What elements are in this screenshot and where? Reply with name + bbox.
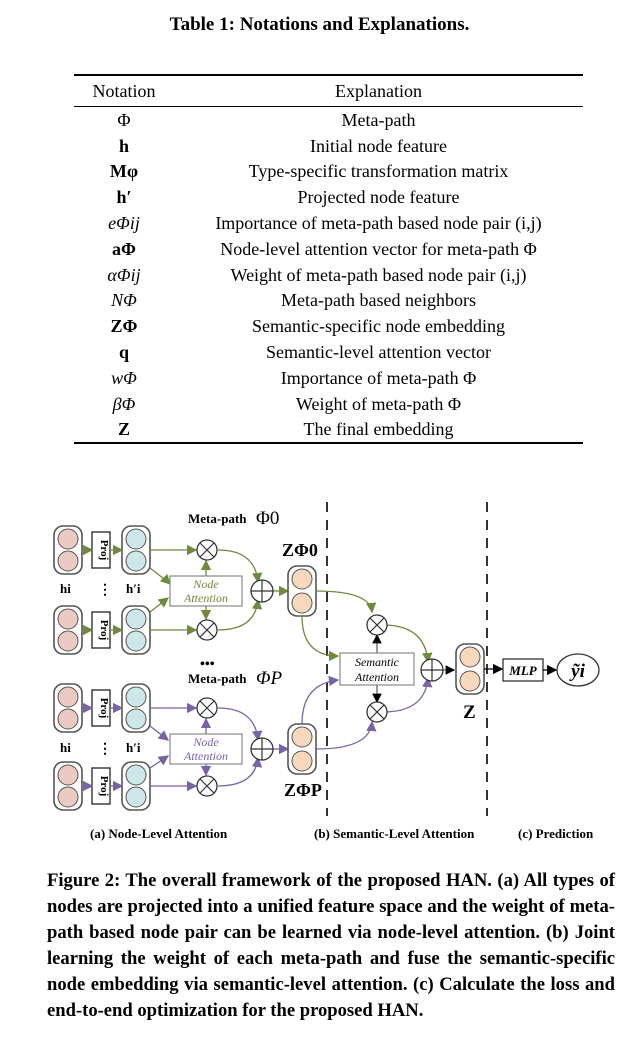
- notation-cell: ZΦ: [110, 316, 138, 337]
- h-label-top: hi: [60, 581, 71, 596]
- hdots: •••: [200, 657, 215, 672]
- node-attention-box-top: [169, 575, 243, 607]
- top-group-2: Proj: [53, 605, 151, 655]
- explanation-cell: Node-level attention vector for meta-pat…: [220, 238, 537, 259]
- meta-path-bottom-label: Meta-path: [188, 671, 247, 686]
- table-row: h′ Projected node feature: [74, 184, 583, 210]
- svg-text:Attention: Attention: [183, 591, 228, 605]
- header-notation: Notation: [74, 74, 174, 107]
- prediction-ellipse: [556, 653, 600, 687]
- explanation-cell: Weight of meta-path based node pair (i,j…: [230, 264, 527, 285]
- explanation-cell: Importance of meta-path Φ: [280, 367, 477, 388]
- subcaption-a: (a) Node-Level Attention: [90, 826, 228, 841]
- svg-text:Node: Node: [192, 577, 219, 591]
- z-final-stack: [455, 643, 485, 695]
- explanation-cell: Semantic-specific node embedding: [252, 316, 505, 337]
- table-row: ZΦ Semantic-specific node embedding: [74, 313, 583, 339]
- table-row: aΦ Node-level attention vector for meta-p…: [74, 236, 583, 262]
- svg-text:Attention: Attention: [354, 670, 399, 684]
- bottom-group-2: Proj: [53, 761, 151, 811]
- svg-text:Proj: Proj: [98, 776, 110, 797]
- notation-cell: Mφ: [109, 161, 139, 182]
- z-phi0-label: ZΦ0: [282, 540, 318, 560]
- notation-cell: aΦ: [112, 238, 136, 259]
- notation-cell: h: [118, 135, 129, 156]
- notation-table: Notation Explanation Φ Meta-path h Initial…: [74, 74, 583, 445]
- notation-cell: βΦ: [112, 393, 136, 414]
- semantic-attention-box: [339, 652, 415, 686]
- svg-text:Node: Node: [192, 735, 219, 749]
- explanation-cell: Semantic-level attention vector: [266, 342, 491, 363]
- meta-path-bottom-symbol: ΦP: [256, 668, 282, 689]
- table-row: eΦij Importance of meta-path based node p…: [74, 210, 583, 236]
- table-row: q Semantic-level attention vector: [74, 339, 583, 365]
- notation-cell: wΦ: [111, 367, 137, 388]
- svg-text:Proj: Proj: [98, 620, 110, 641]
- meta-path-top-symbol: Φ0: [256, 508, 279, 529]
- meta-path-top-label: Meta-path: [188, 511, 247, 526]
- table-row: NΦ Meta-path based neighbors: [74, 288, 583, 314]
- svg-text:ỹi: ỹi: [569, 661, 585, 682]
- table-row: αΦij Weight of meta-path based node pair …: [74, 262, 583, 288]
- table-row: h Initial node feature: [74, 133, 583, 159]
- explanation-cell: Initial node feature: [310, 135, 447, 156]
- table-caption: Table 1: Notations and Explanations.: [169, 14, 470, 35]
- vdots-bottom: ⋮: [98, 742, 112, 757]
- notation-cell: h′: [116, 187, 132, 208]
- explanation-cell: The final embedding: [174, 416, 583, 445]
- table-row: wΦ Importance of meta-path Φ: [74, 365, 583, 391]
- svg-text:Proj: Proj: [98, 698, 110, 719]
- header-explanation: Explanation: [174, 74, 583, 107]
- notation-cell: eΦij: [108, 213, 140, 234]
- explanation-cell: Projected node feature: [297, 187, 460, 208]
- top-group-1: Proj: [53, 525, 151, 575]
- han-framework-figure: Meta-path Φ0 Meta-path ΦP Proj Proj hi ⋮…: [53, 502, 600, 841]
- notation-cell: Φ: [117, 109, 131, 130]
- svg-text:Attention: Attention: [183, 749, 228, 763]
- z-phi0-stack: [287, 565, 317, 617]
- explanation-cell: Weight of meta-path Φ: [295, 393, 462, 414]
- figure-caption: Figure 2: The overall framework of the p…: [47, 870, 615, 1021]
- subcaption-c: (c) Prediction: [518, 826, 594, 841]
- node-attention-box-bottom: [169, 733, 243, 765]
- svg-text:Proj: Proj: [98, 540, 110, 561]
- table-row: Mφ Type-specific transformation matrix: [74, 159, 583, 185]
- notation-cell: Z: [74, 416, 174, 445]
- subcaption-b: (b) Semantic-Level Attention: [314, 826, 475, 841]
- svg-text:MLP: MLP: [508, 663, 538, 678]
- bottom-group-1: Proj: [53, 683, 151, 733]
- explanation-cell: Meta-path based neighbors: [281, 290, 476, 311]
- explanation-cell: Type-specific transformation matrix: [248, 161, 509, 182]
- notation-cell: q: [118, 342, 129, 363]
- table-row: βΦ Weight of meta-path Φ: [74, 391, 583, 417]
- explanation-cell: Meta-path: [341, 109, 416, 130]
- h-label-bottom: hi: [60, 740, 71, 755]
- hprime-label-top: h′i: [126, 581, 141, 596]
- z-phip-stack: [287, 723, 317, 775]
- vdots-top: ⋮: [98, 583, 112, 598]
- notation-cell: NΦ: [111, 290, 137, 311]
- table-row: Φ Meta-path: [74, 107, 583, 133]
- notation-cell: αΦij: [107, 264, 141, 285]
- z-final-label: Z: [463, 702, 476, 723]
- explanation-cell: Importance of meta-path based node pair …: [215, 213, 542, 234]
- hprime-label-bottom: h′i: [126, 740, 141, 755]
- svg-text:Semantic: Semantic: [355, 655, 400, 669]
- z-phip-label: ZΦP: [284, 780, 322, 800]
